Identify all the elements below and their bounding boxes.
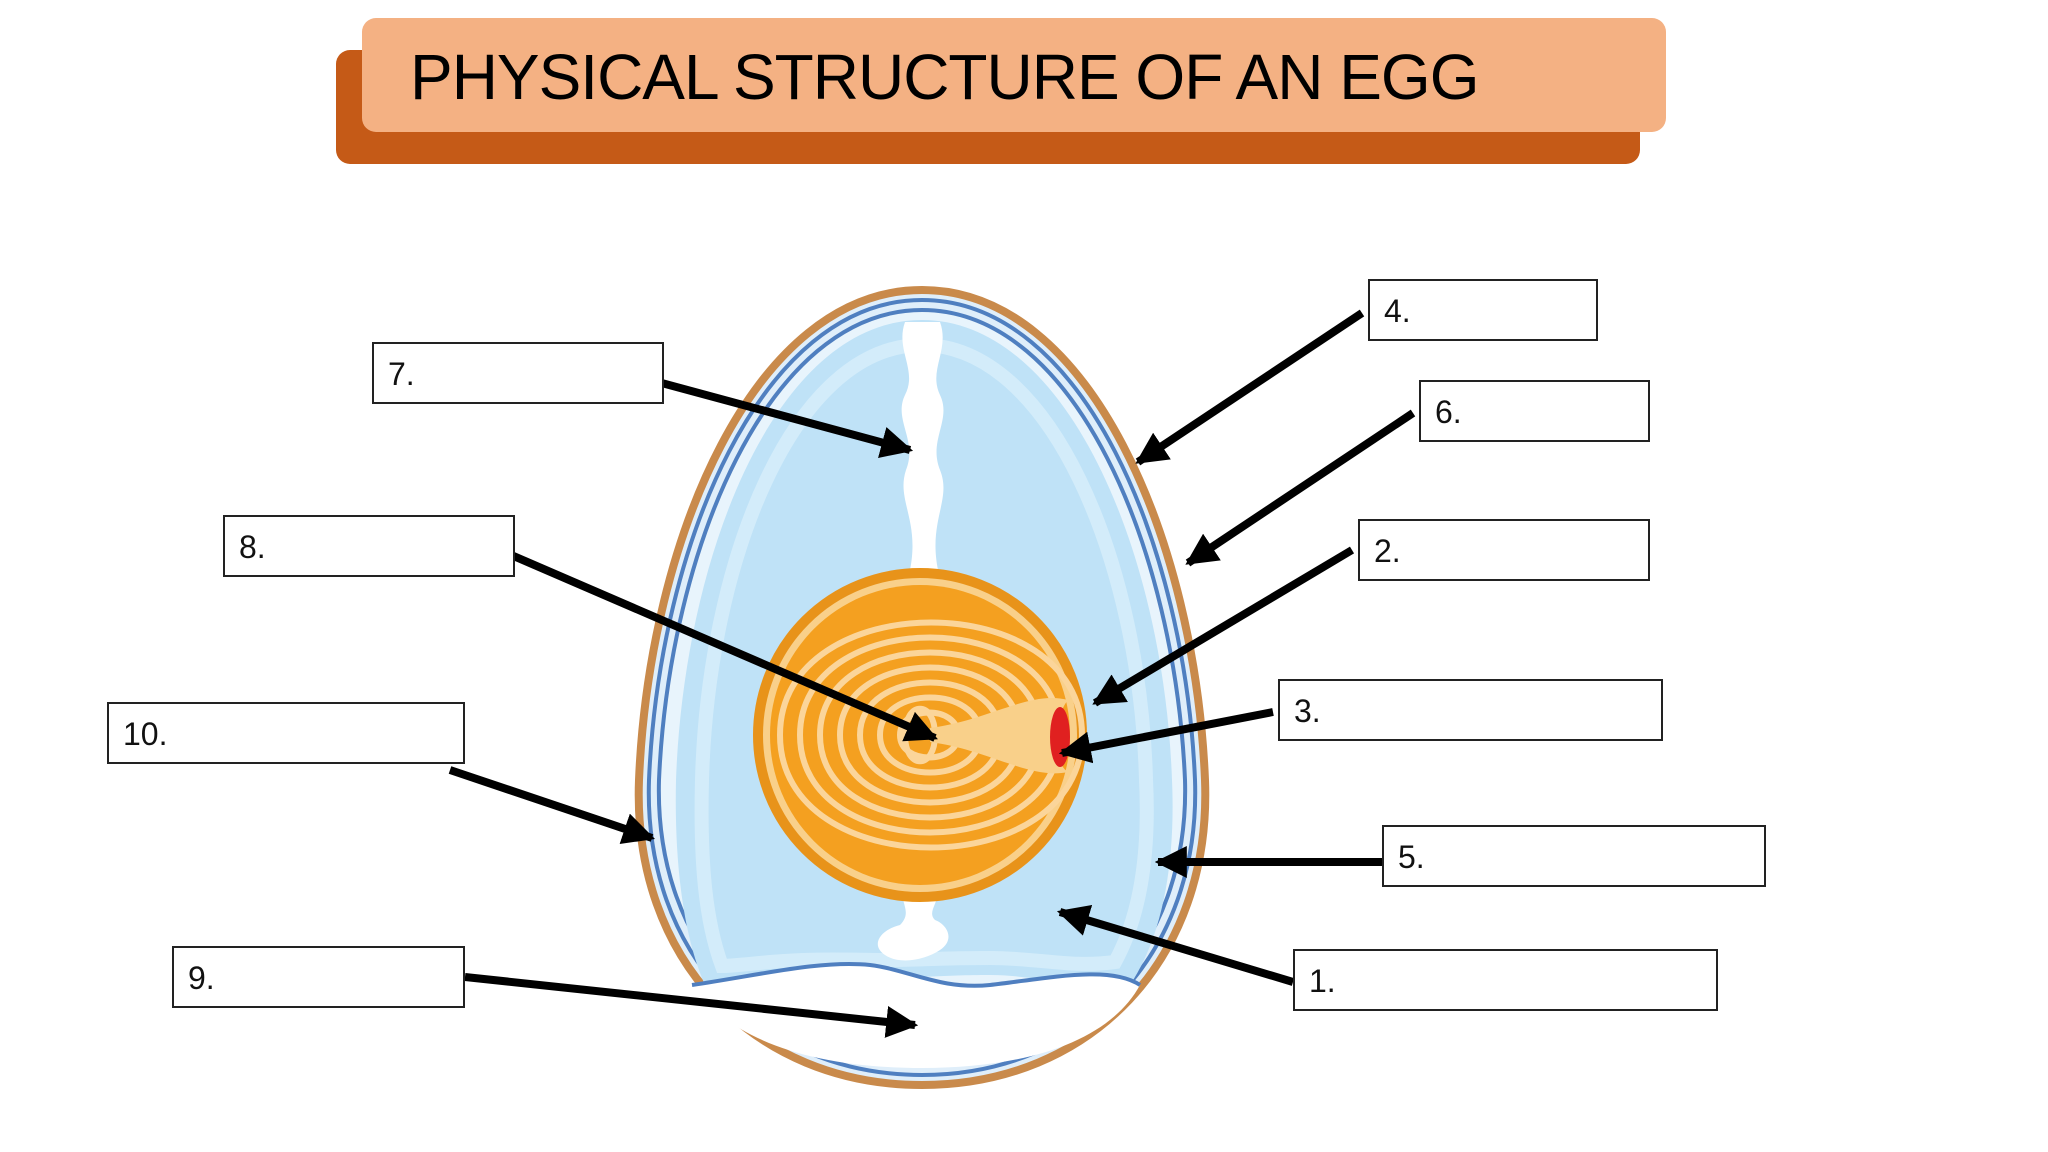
label-number-6: 6. (1435, 394, 1462, 430)
label-box-8[interactable]: 8. (223, 515, 515, 577)
label-number-1: 1. (1309, 963, 1336, 999)
arrow-3 (1058, 708, 1274, 764)
label-box-4[interactable]: 4. (1368, 279, 1598, 341)
label-number-10: 10. (123, 716, 168, 752)
air-cell-boundary (691, 962, 1142, 988)
arrow-7 (656, 378, 914, 458)
label-box-3[interactable]: 3. (1278, 679, 1663, 741)
arrow-2 (1092, 546, 1355, 707)
label-number-9: 9. (188, 960, 215, 996)
arrow-9 (464, 973, 919, 1038)
label-box-7[interactable]: 7. (372, 342, 664, 404)
outer-shell-membrane (646, 297, 1198, 1078)
label-box-9[interactable]: 9. (172, 946, 465, 1008)
label-number-8: 8. (239, 529, 266, 565)
label-box-2[interactable]: 2. (1358, 519, 1650, 581)
label-box-6[interactable]: 6. (1419, 380, 1650, 442)
arrow-6 (1185, 409, 1416, 567)
page-title: PHYSICAL STRUCTURE OF AN EGG (410, 41, 1479, 113)
label-number-3: 3. (1294, 693, 1321, 729)
chalaza-top (901, 322, 944, 570)
title-banner: PHYSICAL STRUCTURE OF AN EGG (336, 18, 1666, 166)
air-cell (692, 964, 1140, 1068)
label-box-5[interactable]: 5. (1382, 825, 1766, 887)
arrow-4 (1135, 309, 1365, 466)
arrow-1 (1056, 904, 1295, 986)
latebra (930, 697, 1068, 774)
germinal-disc (1050, 707, 1070, 767)
label-number-7: 7. (388, 356, 415, 392)
label-box-1[interactable]: 1. (1293, 949, 1718, 1011)
label-number-2: 2. (1374, 533, 1401, 569)
label-number-4: 4. (1384, 293, 1411, 329)
label-box-10[interactable]: 10. (107, 702, 465, 764)
arrow-10 (448, 766, 656, 844)
title-banner-face: PHYSICAL STRUCTURE OF AN EGG (362, 18, 1666, 132)
label-number-5: 5. (1398, 839, 1425, 875)
arrow-8 (493, 544, 938, 742)
